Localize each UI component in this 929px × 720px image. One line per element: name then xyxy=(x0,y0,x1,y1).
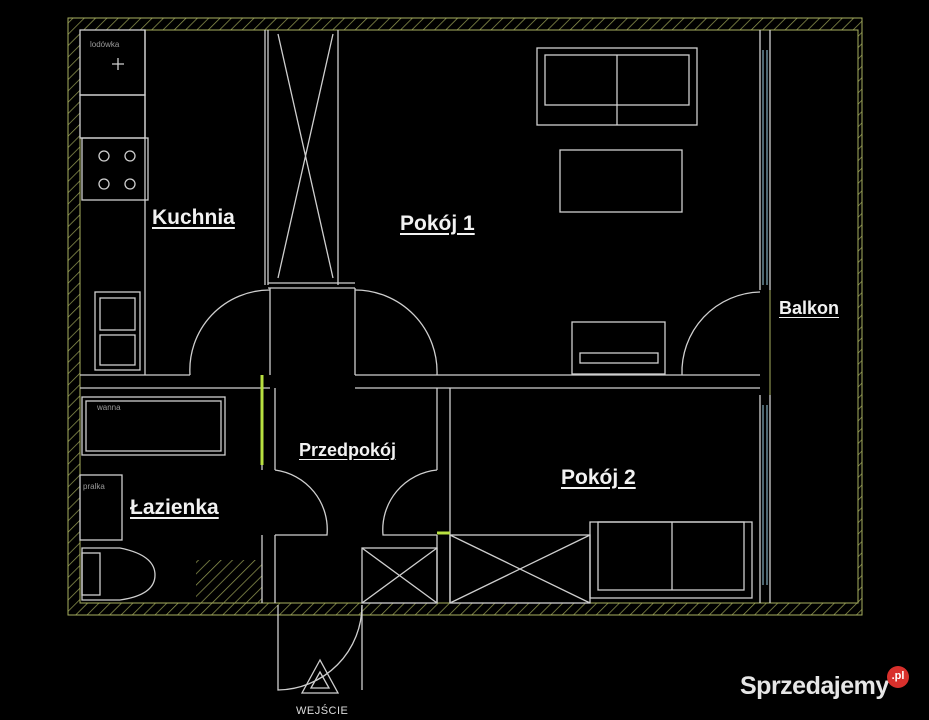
room-label-room1: Pokój 1 xyxy=(400,212,475,235)
entrance-label: WEJŚCIE xyxy=(296,705,349,717)
watermark-logo: Sprzedajemy xyxy=(740,672,889,700)
doors xyxy=(189,289,761,691)
bedroom-sofa xyxy=(589,521,753,599)
living-room-furniture xyxy=(536,47,698,375)
room-label-bathroom: Łazienka xyxy=(130,496,219,519)
bathroom-fixtures xyxy=(79,396,226,601)
washer-label: pralka xyxy=(83,482,105,491)
room-label-balcony: Balkon xyxy=(779,298,840,318)
kitchen-fixtures xyxy=(79,29,149,375)
room-label-room2: Pokój 2 xyxy=(561,466,636,489)
fridge-label: lodówka xyxy=(90,40,120,49)
watermark-badge: .pl xyxy=(887,666,909,688)
wardrobe-1 xyxy=(277,33,334,279)
bathtub-label: wanna xyxy=(97,403,121,412)
outer-walls xyxy=(67,17,863,616)
room-label-hallway: Przedpokój xyxy=(299,440,397,460)
room-label-kitchen: Kuchnia xyxy=(152,206,235,229)
windows xyxy=(762,50,768,585)
entrance-arrow-icon xyxy=(300,658,340,694)
wardrobes xyxy=(361,534,591,604)
